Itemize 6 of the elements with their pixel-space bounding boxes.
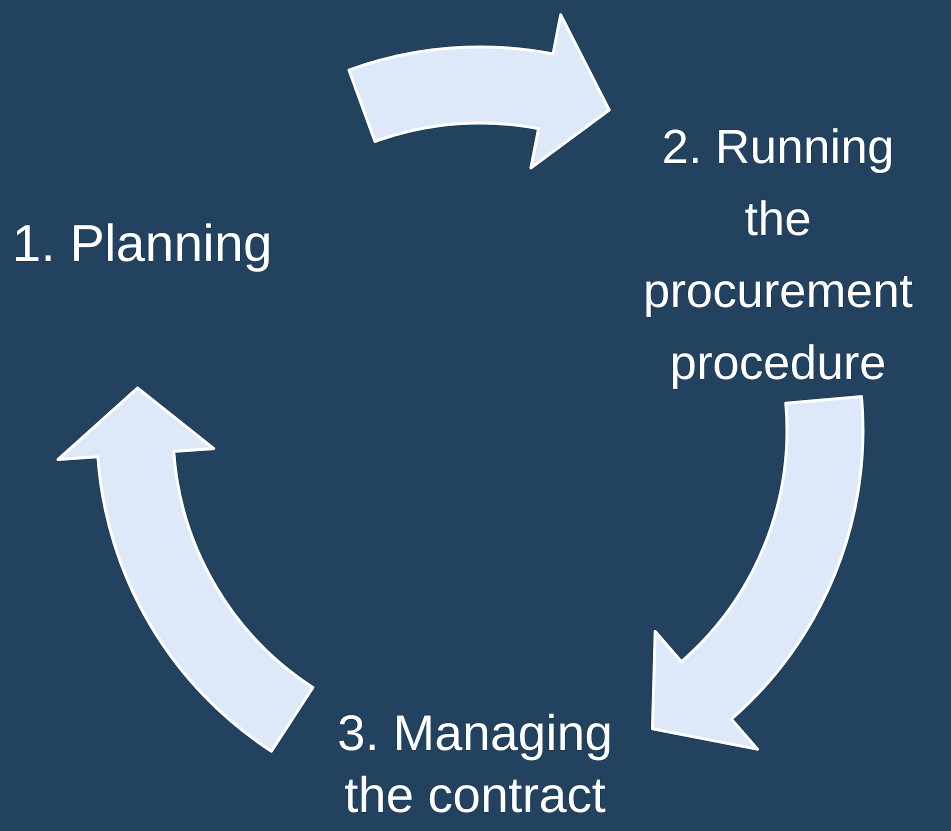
curved-arrow: [651, 395, 864, 751]
curved-arrow: [348, 13, 611, 170]
step-label: 3. Managing the contract: [336, 704, 614, 825]
curved-arrow: [56, 386, 314, 753]
step-label: 1. Planning: [12, 214, 274, 275]
step-label: 2. Running the procurement procedure: [642, 120, 914, 392]
